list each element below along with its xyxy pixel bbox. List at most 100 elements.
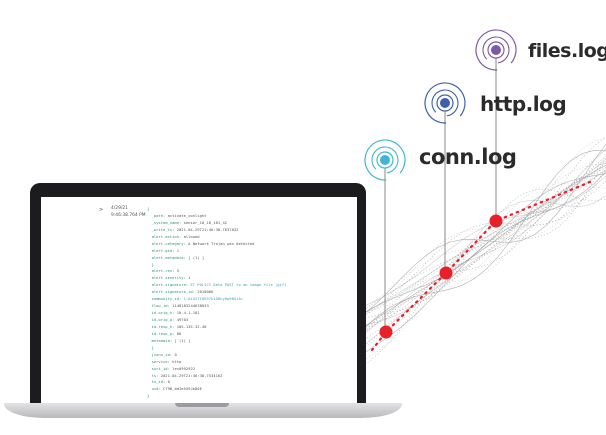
data-stream-line xyxy=(329,150,606,364)
code-line: service: http xyxy=(147,359,286,366)
event-time: 9:46:38.764 PM xyxy=(111,213,146,218)
data-stream-line xyxy=(329,170,606,379)
data-stream-line xyxy=(329,188,606,343)
code-key: suri_id: xyxy=(147,365,173,371)
code-line: tx_id: 0 xyxy=(147,379,286,386)
files-signal-target-middle-ring xyxy=(482,36,510,64)
data-stream-line xyxy=(329,149,606,362)
conn-signal-target-middle-ring xyxy=(371,146,399,174)
code-line: suri_id: lec0992922 xyxy=(147,366,286,373)
code-line: alert.metadata: [ (1) ] xyxy=(147,255,286,262)
data-stream-line xyxy=(329,137,606,367)
code-value: 10.4.1.101 xyxy=(176,310,200,316)
code-value: lec0992922 xyxy=(172,365,196,371)
event-dot xyxy=(489,214,503,228)
code-key: id.resp_p: xyxy=(147,330,177,336)
code-value: ET POLICY Data POST to an image file (gi… xyxy=(190,282,287,288)
conn-signal-target-icon xyxy=(380,155,390,165)
code-value: 5 xyxy=(176,268,180,274)
code-value: http xyxy=(172,358,182,364)
code-line: community_id: 1:0iG27f0S97kiD8nyHp9BGiA= xyxy=(147,296,286,303)
code-line: alert.category: A Network Trojan was det… xyxy=(147,241,286,248)
code-value: 49703 xyxy=(176,317,189,322)
code-key: alert.signature: xyxy=(147,282,191,288)
data-stream-line xyxy=(329,137,606,366)
code-line: id.orig_h: 10.4.1.101 xyxy=(147,310,286,317)
data-stream-line xyxy=(329,175,606,321)
code-line: alert.severity: 1 xyxy=(147,275,286,282)
event-dot xyxy=(439,266,453,280)
expand-chevron-icon: > xyxy=(99,207,104,213)
data-stream-line xyxy=(329,156,606,374)
code-line: id.orig_p: 49703 xyxy=(147,317,286,324)
laptop-base xyxy=(4,403,402,418)
code-value: [ (1) ] xyxy=(188,254,205,260)
laptop-screen: > 4/29/21 9:46:38.764 PM { _path: activa… xyxy=(41,197,357,409)
code-value: 2010066 xyxy=(197,289,214,295)
code-line: id.resp_h: 185.135.32.40 xyxy=(147,324,286,331)
code-line: alert.signature_id: 2010066 xyxy=(147,289,286,296)
data-stream-line xyxy=(329,173,606,339)
laptop-opening-notch xyxy=(175,403,229,407)
code-line: metadata: [ (1) ] xyxy=(147,338,286,345)
code-key: { xyxy=(147,206,152,211)
http-signal-target-outer-ring xyxy=(424,82,466,124)
code-line: alert.action: allowed xyxy=(147,234,286,241)
code-line: } xyxy=(147,345,286,352)
files-signal-target-outer-ring xyxy=(475,29,517,71)
code-line: uid: C79B_bdIe5X9JeD0E xyxy=(147,386,286,393)
code-line: alert.signature: ET POLICY Data POST to … xyxy=(147,282,287,289)
data-stream-line xyxy=(329,180,606,347)
code-key: tx_id: xyxy=(147,379,168,385)
code-line: _write_ts: 2021-04-29T21:46:38.763783Z xyxy=(147,227,286,234)
code-value: activate_conlight xyxy=(167,212,207,218)
data-stream-line xyxy=(329,182,606,341)
code-line: { xyxy=(147,206,286,213)
code-value: sensor_10_18_181_42 xyxy=(183,219,228,225)
conn-log-label: conn.log xyxy=(419,145,517,169)
event-date: 4/29/21 xyxy=(111,206,128,211)
code-line: id.resp_p: 80 xyxy=(147,331,286,338)
files-log-label: files.log xyxy=(528,40,606,62)
data-stream-line xyxy=(329,195,606,345)
conn-signal-target-outer-ring xyxy=(364,139,406,181)
code-key: alert.category: xyxy=(147,240,189,246)
data-stream-line xyxy=(329,162,606,374)
code-value: 2021-04-29T21:46:38.763783Z xyxy=(176,226,239,232)
data-stream-line xyxy=(329,171,606,376)
code-value: C79B_bdIe5X9JeD0E xyxy=(163,386,202,392)
code-key: {conn_id: xyxy=(147,351,175,357)
files-signal-target-icon xyxy=(491,45,501,55)
code-key: _system_name: xyxy=(147,219,184,225)
code-key: alert.severity: xyxy=(147,275,189,281)
code-line: } xyxy=(147,262,286,269)
code-value: 1 xyxy=(176,247,180,253)
code-value: A Network Trojan was detected xyxy=(188,240,255,246)
http-signal-target-middle-ring xyxy=(431,89,459,117)
data-stream-line xyxy=(329,144,606,336)
code-key: _write_ts: xyxy=(147,226,177,232)
code-key: alert.metadata: xyxy=(147,254,189,260)
code-key: uid: xyxy=(147,386,164,392)
event-pipeline-line xyxy=(370,180,592,352)
code-key: alert.rev: xyxy=(147,268,177,274)
code-line: alert.rev: 5 xyxy=(147,268,286,275)
code-key: } xyxy=(147,393,150,399)
code-key: id.resp_h: xyxy=(147,323,177,329)
code-value: [ (1) ] xyxy=(174,337,191,343)
code-value: 2021-04-29T21:46:38.753416Z xyxy=(160,372,223,378)
code-value: 1:0iG27f0S97kiD8nyHp9BGiA= xyxy=(183,296,244,302)
http-log-label: http.log xyxy=(480,92,567,116)
code-value: allowed xyxy=(183,233,200,239)
code-key: ts: xyxy=(147,372,161,378)
code-value: 1148183244638033 xyxy=(172,303,209,309)
code-key: id.orig_p: xyxy=(147,317,177,322)
code-value: 0 xyxy=(174,351,177,357)
code-value: 185.135.32.40 xyxy=(176,323,207,329)
data-stream-line xyxy=(329,158,606,372)
data-stream-line xyxy=(329,148,606,335)
code-line: {conn_id: 0 xyxy=(147,352,286,359)
alert-json-record: { _path: activate_conlight _system_name:… xyxy=(147,206,286,400)
code-key: service: xyxy=(147,358,173,364)
